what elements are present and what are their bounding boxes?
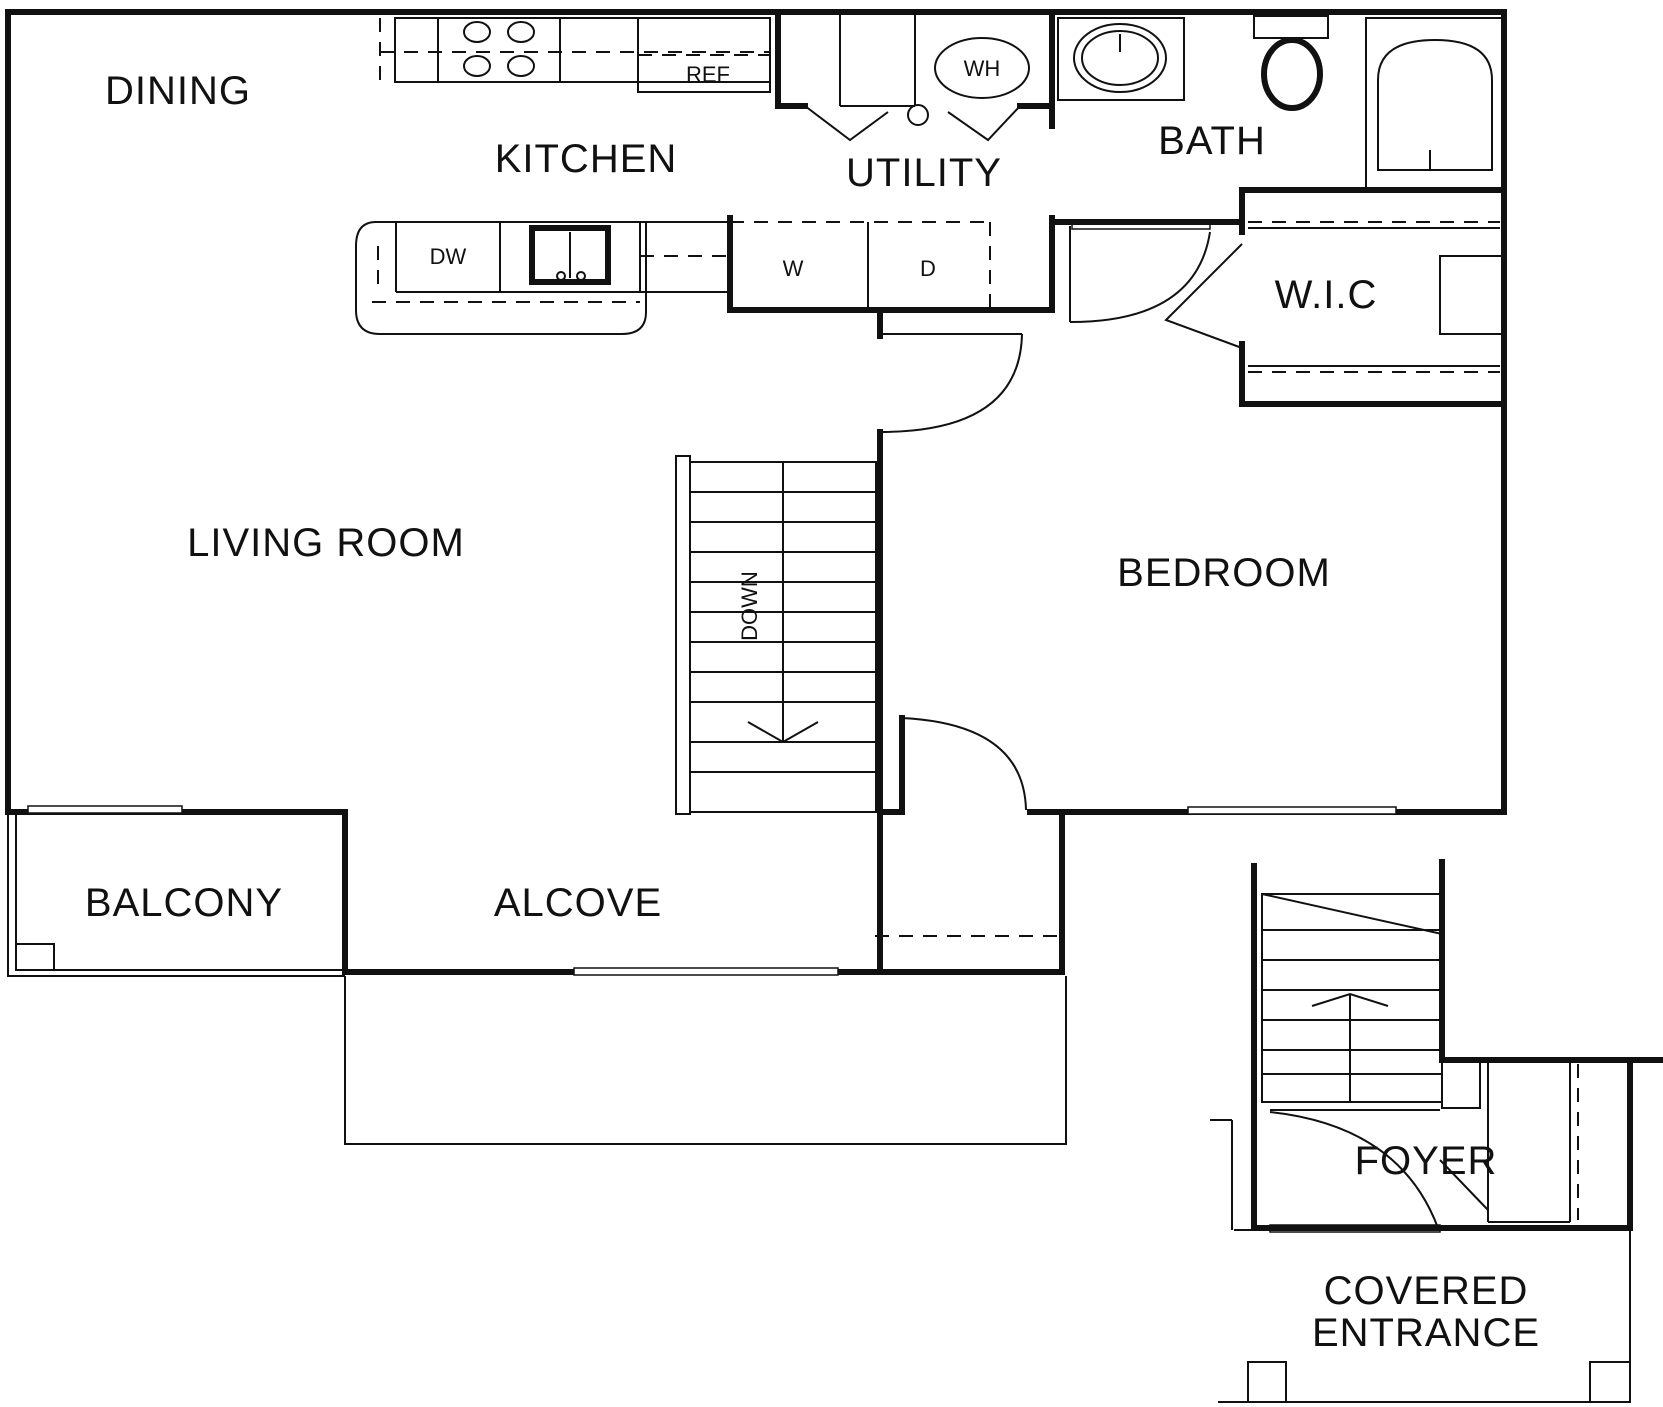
interior-stairs: DOWN xyxy=(675,455,877,815)
washer-label: W xyxy=(783,256,804,281)
room-label-wic: W.I.C xyxy=(1275,273,1378,317)
kitchen-sink-icon xyxy=(529,225,611,285)
bathtub-icon xyxy=(1365,17,1505,189)
refrigerator: REF xyxy=(637,17,771,93)
room-label-covered-entrance-line2: ENTRANCE xyxy=(1312,1311,1540,1355)
bedroom-walls xyxy=(875,333,1065,975)
room-label-dining: DINING xyxy=(105,69,251,113)
kitchen-island: DW xyxy=(355,221,731,335)
room-label-bath: BATH xyxy=(1158,119,1266,163)
room-label-utility: UTILITY xyxy=(846,151,1002,195)
room-labels: DINING KITCHEN UTILITY BATH W.I.C LIVING… xyxy=(85,69,1540,1355)
balcony xyxy=(7,809,348,977)
room-label-living-room: LIVING ROOM xyxy=(187,521,465,565)
room-label-covered-entrance-line1: COVERED xyxy=(1324,1269,1529,1313)
room-label-kitchen: KITCHEN xyxy=(495,137,678,181)
foyer-door-swing xyxy=(1269,1109,1489,1229)
entry-stairs-arrow-icon xyxy=(1311,992,1389,1007)
dishwasher-label: DW xyxy=(430,244,467,269)
stairs-arrow-icon xyxy=(747,721,819,744)
patio-outline xyxy=(344,976,1067,1145)
room-label-alcove: ALCOVE xyxy=(494,881,662,925)
bedroom-door-swing xyxy=(879,333,1027,811)
stove-icon xyxy=(437,17,561,83)
toilet-icon xyxy=(1253,15,1329,111)
room-label-foyer: FOYER xyxy=(1355,1139,1498,1183)
closet-door-swing xyxy=(1069,226,1211,323)
dryer-label: D xyxy=(920,256,936,281)
kitchen-top-counter: REF xyxy=(379,17,771,93)
water-heater-label: WH xyxy=(964,56,1001,81)
foyer-area xyxy=(1210,859,1663,1403)
sink-icon xyxy=(1057,17,1185,101)
refrigerator-label: REF xyxy=(686,62,730,87)
room-label-bedroom: BEDROOM xyxy=(1117,551,1331,595)
room-label-balcony: BALCONY xyxy=(85,881,283,925)
stairs-direction-label: DOWN xyxy=(737,571,762,641)
windows xyxy=(27,221,1441,1233)
water-heater-icon: WH xyxy=(934,37,1030,99)
walk-in-closet xyxy=(1069,187,1507,407)
